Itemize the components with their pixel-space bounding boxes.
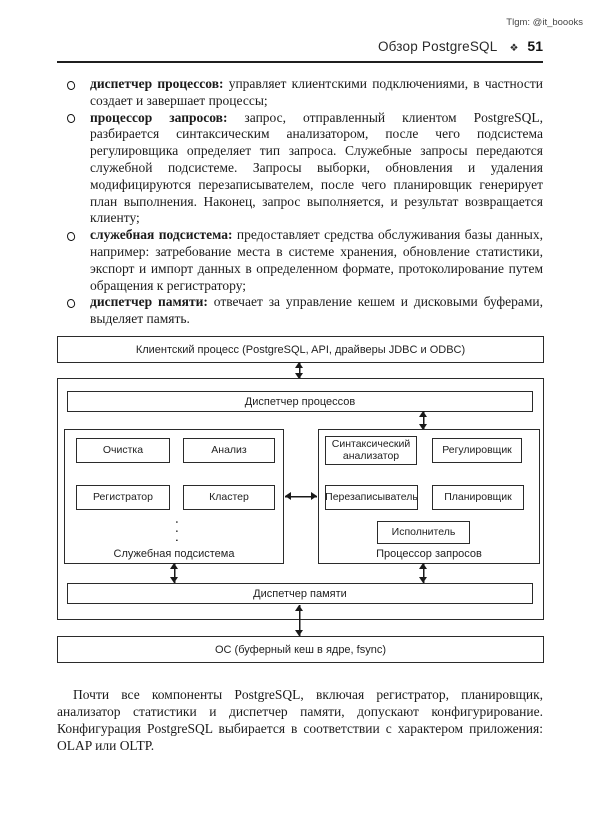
page-number: 51 bbox=[527, 38, 543, 54]
parser-box: Синтаксический анализатор bbox=[325, 436, 417, 465]
list-term: служебная подсистема: bbox=[90, 227, 233, 243]
maintenance-subsystem-label: Служебная подсистема bbox=[113, 548, 235, 560]
arrow-dispatcher-queryprocessor-icon bbox=[419, 411, 428, 430]
arrow-queryprocessor-memory-icon bbox=[419, 563, 428, 583]
list-item-process-dispatcher: диспетчер процессов: управляет клиентски… bbox=[57, 76, 543, 110]
arrow-client-core-icon bbox=[295, 362, 304, 379]
arrow-memory-os-icon bbox=[295, 605, 304, 636]
os-box: ОС (буферный кеш в ядре, fsync) bbox=[57, 636, 544, 663]
list-term: диспетчер процессов: bbox=[90, 76, 224, 91]
planner-box: Планировщик bbox=[432, 485, 524, 510]
rewriter-box: Перезаписыватель bbox=[325, 485, 418, 510]
arrow-maintenance-memory-icon bbox=[170, 563, 179, 583]
telegram-watermark: Tlgm: @it_boooks bbox=[506, 17, 583, 28]
list-term: диспетчер памяти: bbox=[90, 294, 208, 310]
executor-box: Исполнитель bbox=[377, 521, 470, 544]
list-term: процессор запросов: bbox=[90, 109, 228, 125]
arrow-maintenance-queryprocessor-icon bbox=[285, 492, 317, 501]
client-process-box: Клиентский процесс (PostgreSQL, API, дра… bbox=[57, 336, 544, 363]
memory-dispatcher-box: Диспетчер памяти bbox=[67, 583, 533, 604]
list-text: предоставляет средства обслуживания базы… bbox=[90, 227, 543, 293]
list-item-memory-dispatcher: диспетчер памяти: отвечает за управление… bbox=[57, 294, 543, 328]
vacuum-box: Очистка bbox=[76, 438, 170, 463]
traffic-cop-box: Регулировщик bbox=[432, 438, 522, 463]
logger-box: Регистратор bbox=[76, 485, 170, 510]
diamond-ornament-icon: ❖ bbox=[509, 43, 519, 54]
list-text: управляет клиентскими подключениями, в ч… bbox=[90, 76, 543, 108]
cluster-box: Кластер bbox=[183, 485, 275, 510]
list-text: отвечает за управление кешем и дисковыми… bbox=[90, 294, 543, 327]
query-processor-label: Процессор запросов bbox=[376, 548, 482, 560]
list-item-query-processor: процессор запросов: запрос, отправленный… bbox=[57, 110, 543, 228]
closing-paragraph: Почти все компоненты PostgreSQL, включая… bbox=[57, 687, 543, 753]
list-item-maintenance-subsystem: служебная подсистема: предоставляет сред… bbox=[57, 227, 543, 294]
ellipsis-icon: ··· bbox=[168, 520, 183, 548]
process-dispatcher-box: Диспетчер процессов bbox=[67, 391, 533, 412]
component-list: диспетчер процессов: управляет клиентски… bbox=[57, 76, 543, 328]
analyze-box: Анализ bbox=[183, 438, 275, 463]
chapter-title: Обзор PostgreSQL bbox=[377, 39, 498, 54]
running-head: Обзор PostgreSQL ❖ 51 bbox=[57, 38, 543, 63]
list-text: запрос, отправленный клиентом PostgreSQL… bbox=[90, 109, 543, 226]
